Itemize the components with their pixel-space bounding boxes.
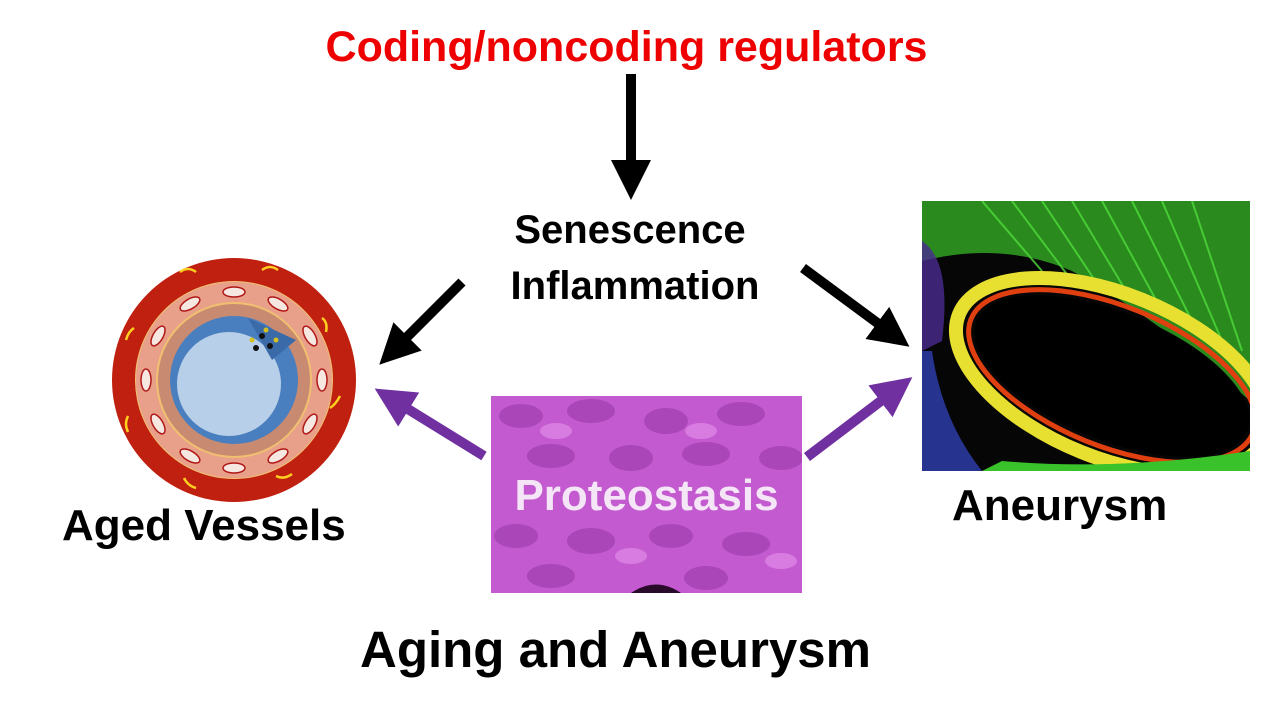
senescence-label: Senescence (514, 208, 746, 252)
arrow-proteostasis-to-aged-vessels (374, 388, 487, 461)
bottom-title: Aging and Aneurysm (360, 621, 871, 678)
arrow-senescence-to-aged-vessels (379, 278, 466, 365)
arrow-proteostasis-to-aneurysm (803, 377, 913, 461)
arrow-senescence-to-aneurysm (800, 263, 910, 347)
proteostasis-image: Proteostasis (491, 396, 802, 593)
aged-vessels-label: Aged Vessels (62, 501, 346, 550)
proteostasis-label: Proteostasis (514, 471, 779, 520)
aneurysm-label: Aneurysm (952, 481, 1168, 530)
inflammation-label: Inflammation (510, 264, 760, 308)
aneurysm-micrograph (922, 201, 1250, 471)
regulators-title: Coding/noncoding regulators (325, 23, 928, 71)
